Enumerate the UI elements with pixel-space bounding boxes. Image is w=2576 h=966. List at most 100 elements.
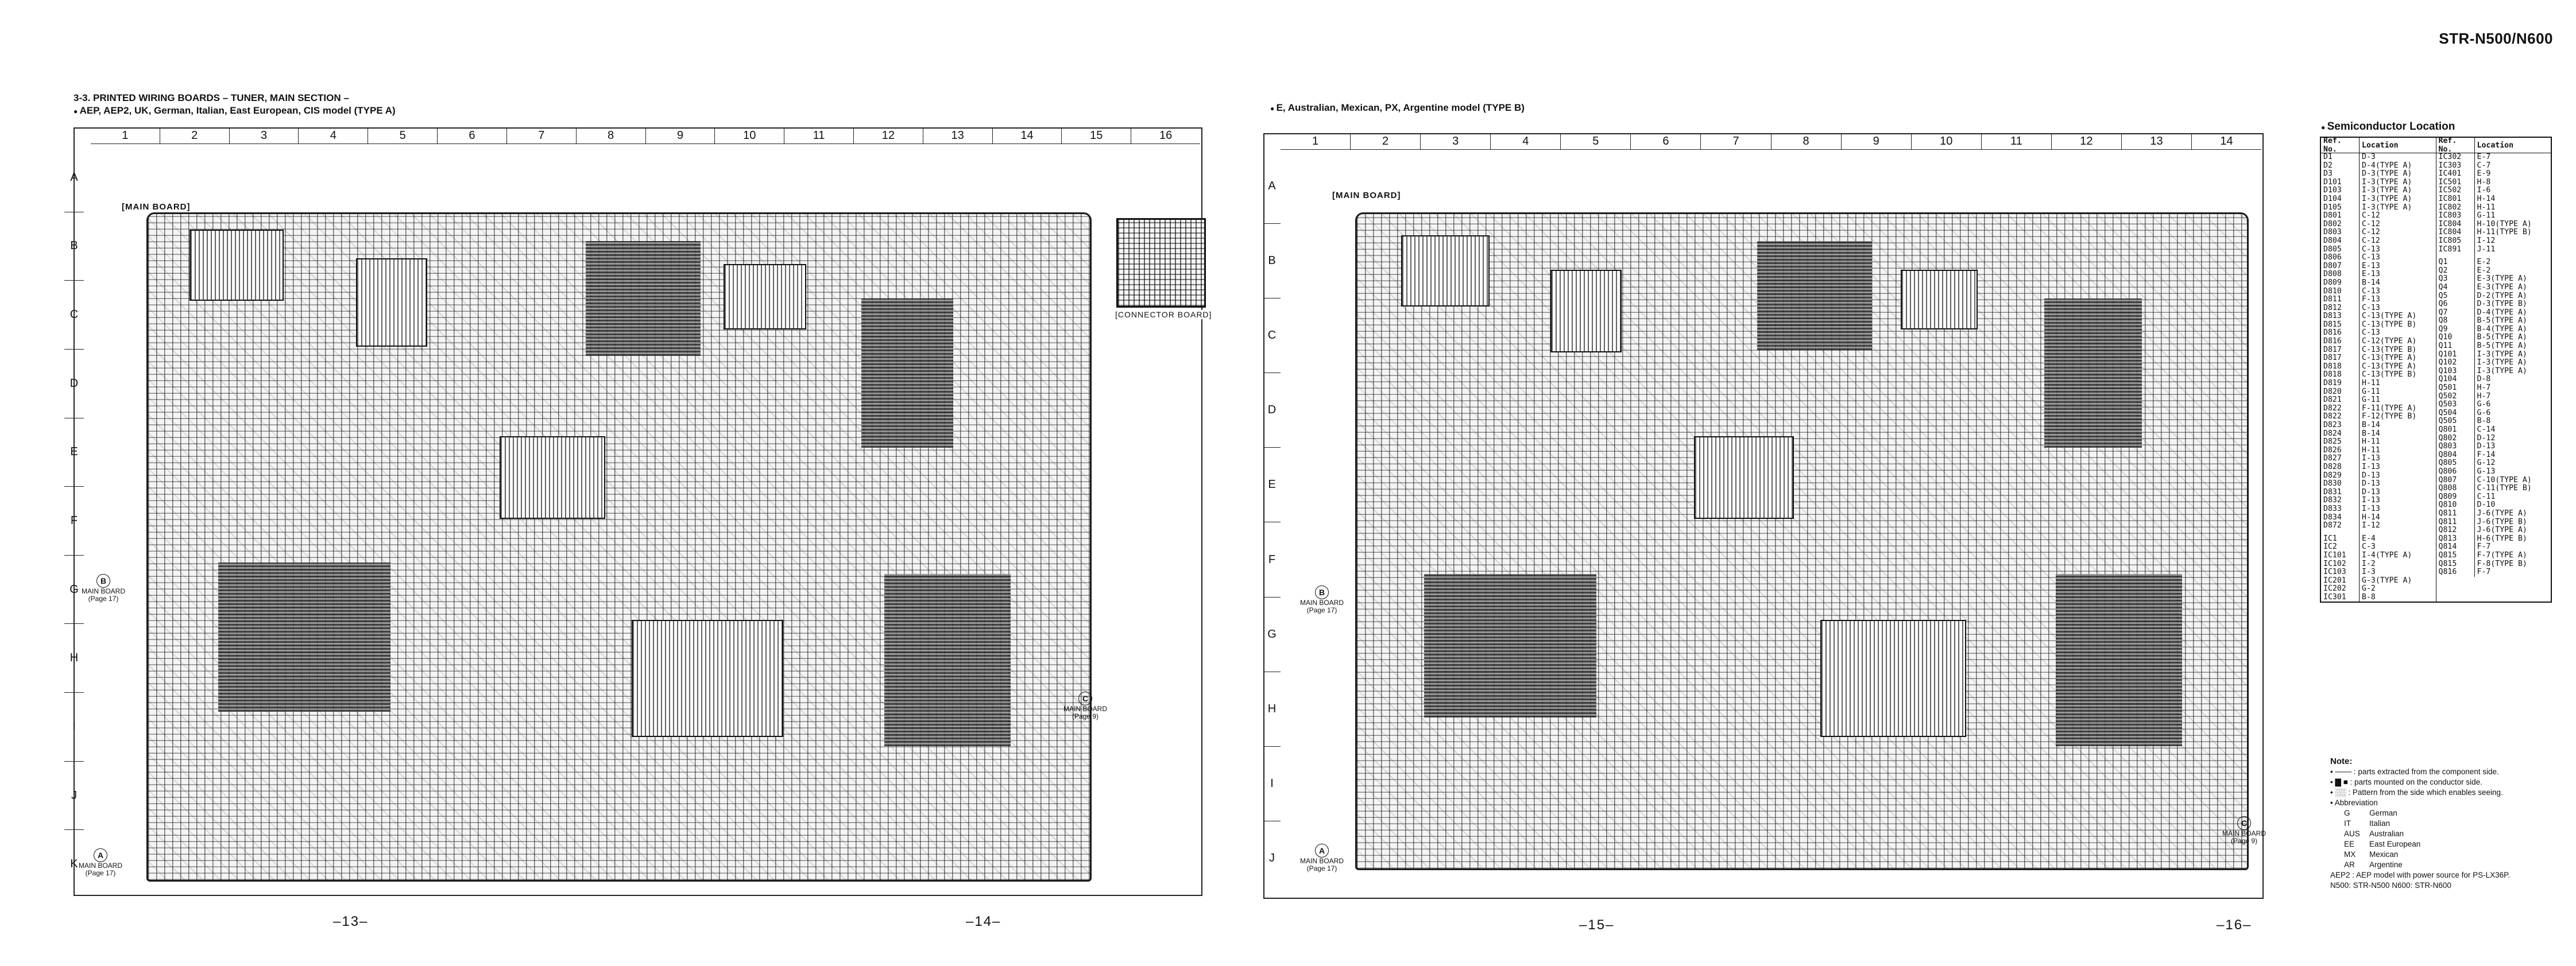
semiconductor-location: C-13 (2362, 303, 2380, 312)
grid-column-label: 5 (1560, 133, 1630, 149)
semiconductor-location: H-11 (2362, 379, 2380, 388)
semiconductor-ref: Q807 (2436, 476, 2475, 485)
semiconductor-location: J-11 (2477, 245, 2496, 254)
grid-column-label: 1 (1312, 135, 1319, 148)
note-line: • ░░ : Pattern from the side which enabl… (2330, 788, 2503, 797)
page-number-14: –14– (966, 914, 1001, 929)
semiconductor-header: Ref. No. Location (2436, 137, 2551, 154)
semiconductor-header: Ref. No. Location (2321, 137, 2436, 154)
header-ref: Ref. No. (2321, 137, 2360, 154)
semiconductor-location: F-7 (2477, 568, 2491, 577)
semiconductor-location: D-3(TYPE A) (2362, 169, 2412, 179)
semiconductor-location: C-7 (2477, 161, 2491, 170)
pcb-ic-block (632, 620, 783, 737)
semiconductor-ref: D803 (2321, 228, 2360, 237)
grid-row-label: H (1263, 671, 1281, 746)
semiconductor-location: F-7 (2477, 542, 2491, 552)
pcb-pattern-block (1757, 241, 1872, 350)
semiconductor-location: D-10 (2477, 501, 2496, 510)
semiconductor-ref: Q11 (2436, 342, 2475, 351)
note-title: Note: (2330, 756, 2353, 766)
semiconductor-ref: Q816 (2436, 568, 2475, 577)
semiconductor-ref: Q504 (2436, 409, 2475, 418)
semiconductor-ref: D819 (2321, 379, 2360, 388)
semiconductor-location: C-3 (2362, 542, 2376, 552)
semiconductor-location: E-2 (2477, 266, 2491, 275)
semiconductor-ref (2436, 254, 2475, 259)
board-label-text: MAIN BOARD (125, 202, 187, 212)
abbreviation-code: AUS (2344, 829, 2360, 838)
semiconductor-ref: Q505 (2436, 417, 2475, 426)
semiconductor-location: E-2 (2477, 258, 2491, 267)
semiconductor-ref: D824 (2321, 429, 2360, 439)
semiconductor-location: C-13 (2362, 328, 2380, 337)
semiconductor-ref: D822 (2321, 404, 2360, 413)
semiconductor-ref: D807 (2321, 262, 2360, 271)
grid-column-label: 12 (853, 127, 923, 143)
semiconductor-location: H-7 (2477, 391, 2491, 401)
semiconductor-location: C-12 (2362, 228, 2380, 237)
semiconductor-ref: IC202 (2321, 585, 2360, 593)
grid-column-label: 1 (122, 129, 129, 142)
marker-a-circle-right: A (1315, 844, 1329, 858)
header-location: Location (2477, 141, 2514, 150)
semiconductor-location: E-4 (2362, 534, 2376, 543)
semiconductor-location: C-12 (2362, 236, 2380, 245)
semiconductor-location: I-13 (2362, 496, 2380, 505)
semiconductor-ref: Q103 (2436, 367, 2475, 376)
semiconductor-row (2321, 530, 2436, 535)
semiconductor-ref: D2 (2321, 161, 2360, 170)
semiconductor-location: B-5(TYPE A) (2477, 333, 2527, 342)
semiconductor-ref: IC401 (2436, 170, 2475, 179)
semiconductor-location: C-13(TYPE A) (2362, 362, 2417, 371)
semiconductor-location: J-6(TYPE A) (2477, 526, 2527, 535)
header-ref: Ref. No. (2436, 137, 2475, 154)
semiconductor-ref: IC805 (2436, 236, 2475, 246)
semiconductor-location: I-3 (2362, 568, 2376, 577)
section-heading: 3-3. PRINTED WIRING BOARDS – TUNER, MAIN… (74, 92, 396, 118)
semiconductor-location: B-5(TYPE A) (2477, 316, 2527, 325)
grid-column-label: 8 (575, 127, 645, 143)
semiconductor-location: H-11 (2362, 445, 2380, 455)
semiconductor-location: E-3(TYPE A) (2477, 282, 2527, 292)
grid-row-label: C (1263, 298, 1281, 373)
abbreviation-code: AR (2344, 860, 2355, 869)
grid-row-label: A (70, 170, 78, 184)
semiconductor-ref: Q815 (2436, 560, 2475, 569)
semiconductor-location: F-14 (2477, 450, 2496, 459)
section-title: 3-3. PRINTED WIRING BOARDS – TUNER, MAIN… (74, 92, 349, 103)
semiconductor-ref: D821 (2321, 396, 2360, 405)
grid-column-label: 13 (922, 127, 992, 143)
semiconductor-ref: D825 (2321, 438, 2360, 447)
semiconductor-location: I-13 (2362, 504, 2380, 513)
marker-b-circle: B (96, 574, 110, 588)
